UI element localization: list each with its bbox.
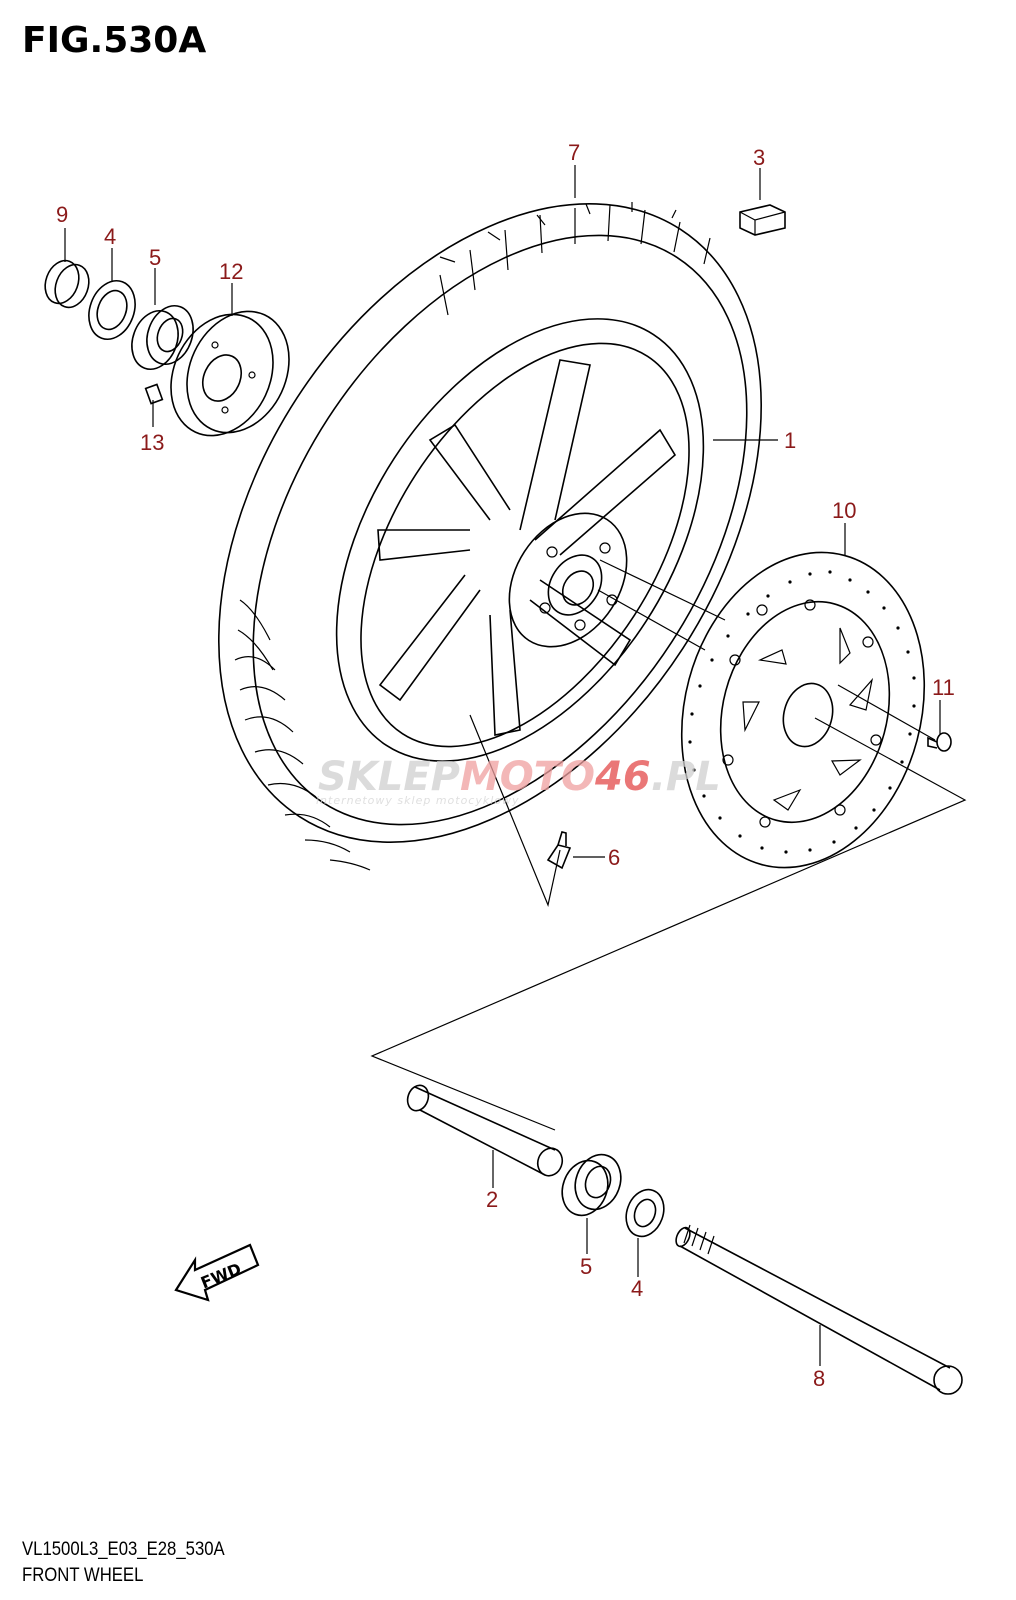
callout-6: 6 <box>608 845 620 870</box>
callout-13: 13 <box>140 430 164 455</box>
callout-7: 7 <box>568 140 580 165</box>
spacer-9 <box>44 259 90 309</box>
callout-2: 2 <box>486 1187 498 1212</box>
wheel-spokes <box>377 359 677 736</box>
callout-4-lower: 4 <box>631 1276 643 1301</box>
diagram-code: VL1500L3_E03_E28_530A <box>22 1539 225 1560</box>
callout-4-upper: 4 <box>104 224 116 249</box>
brake-disc <box>680 551 926 869</box>
callouts: 7 3 9 4 5 12 13 1 10 11 6 2 5 4 8 <box>56 140 955 1391</box>
rim <box>335 318 705 762</box>
sprocket-cover-12 <box>170 310 290 437</box>
callout-5-upper: 5 <box>149 245 161 270</box>
callout-9: 9 <box>56 202 68 227</box>
spacer-tube <box>406 1084 564 1177</box>
tire <box>218 202 762 871</box>
bearing-5-upper <box>131 305 194 370</box>
callout-8: 8 <box>813 1366 825 1391</box>
callout-11: 11 <box>932 675 955 700</box>
bolt-13 <box>144 383 164 405</box>
callout-3: 3 <box>753 145 765 170</box>
callout-10: 10 <box>832 498 856 523</box>
diagram-name: FRONT WHEEL <box>22 1565 144 1586</box>
disc-holes <box>688 570 916 854</box>
callout-12: 12 <box>219 259 243 284</box>
fwd-arrow: FWD <box>174 1243 260 1302</box>
balance-weight <box>739 204 786 236</box>
figure-title: FIG.530A <box>22 20 207 61</box>
oil-seal-4-lower <box>625 1188 665 1238</box>
callout-5-lower: 5 <box>580 1254 592 1279</box>
callout-1: 1 <box>784 428 796 453</box>
leader-lines <box>64 165 967 1366</box>
disc-bolt <box>927 732 952 752</box>
watermark: SKLEPMOTO46.PL internetowy sklep motocyk… <box>316 754 721 807</box>
front-axle <box>675 1224 963 1395</box>
svg-text:SKLEPMOTO46.PL: SKLEPMOTO46.PL <box>318 754 721 800</box>
bearing-5-lower <box>561 1153 622 1217</box>
tire-valve <box>546 831 572 870</box>
svg-text:internetowy sklep motocyklowy: internetowy sklep motocyklowy <box>316 794 520 807</box>
wheel-hub <box>508 512 628 648</box>
oil-seal-4-upper <box>88 280 136 340</box>
